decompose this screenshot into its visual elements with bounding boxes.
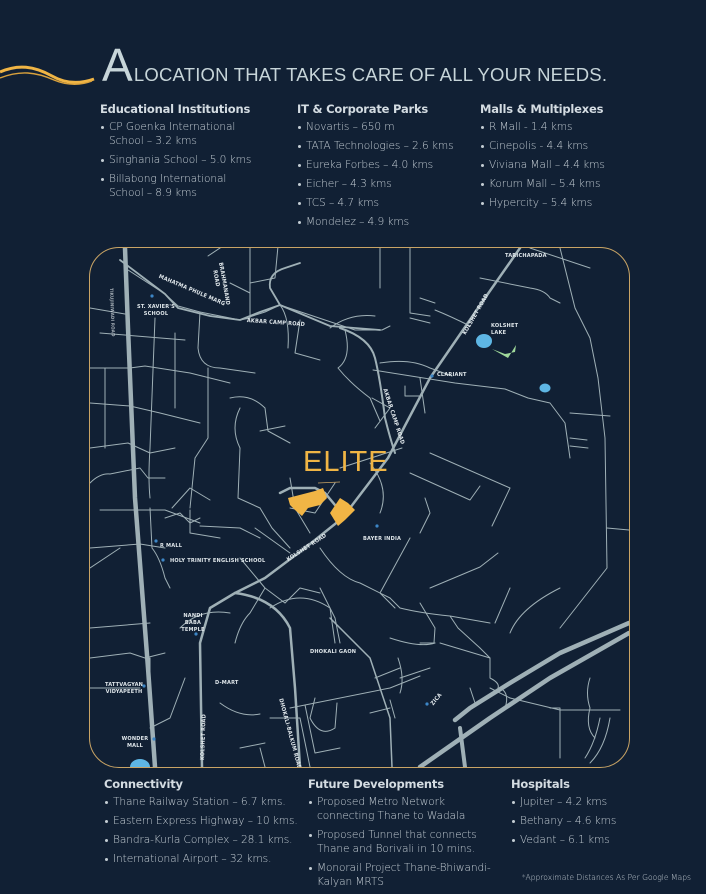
map-label-tarichapada: TARICHAPADA xyxy=(505,253,547,259)
section-heading: Future Developments xyxy=(308,777,444,791)
list-item: Eastern Express Highway – 10 kms. xyxy=(104,814,304,828)
section-heading: Educational Institutions xyxy=(100,102,251,116)
list-item: Bethany – 4.6 kms xyxy=(511,814,691,828)
map-label-nandi-baba-temple: NANDI BABA TEMPLE xyxy=(181,613,205,633)
section-heading: Connectivity xyxy=(104,777,183,791)
section-malls-multiplexes: Malls & Multiplexes R Mall - 1.4 kms Cin… xyxy=(480,102,660,215)
list-item: Hypercity – 5.4 kms xyxy=(480,196,660,210)
list-item: CP Goenka International School – 3.2 kms xyxy=(100,120,259,148)
section-future-developments: Future Developments Proposed Metro Netwo… xyxy=(308,777,498,894)
title-initial: A xyxy=(102,39,133,91)
page-title: ALOCATION THAT TAKES CARE OF ALL YOUR NE… xyxy=(102,42,607,88)
footnote: *Approximate Distances As Per Google Map… xyxy=(521,873,691,882)
list-item: Proposed Tunnel that connects Thane and … xyxy=(308,828,487,856)
list-item: Eureka Forbes – 4.0 kms xyxy=(297,158,477,172)
map-label-bayer-india: BAYER INDIA xyxy=(363,536,402,542)
map-label-d-mart: D-MART xyxy=(215,680,239,686)
location-map[interactable]: ELITE ST. XAVIER'S SCHOOL MAHATMA PHULE … xyxy=(89,247,630,768)
list-item: Singhania School – 5.0 kms xyxy=(100,153,280,167)
list-item: Eicher – 4.3 kms xyxy=(297,177,477,191)
list-item: TCS – 4.7 kms xyxy=(297,196,477,210)
section-heading: IT & Corporate Parks xyxy=(297,102,429,116)
map-label-st-xaviers: ST. XAVIER'S SCHOOL xyxy=(137,304,175,317)
title-text: LOCATION THAT TAKES CARE OF ALL YOUR NEE… xyxy=(133,64,608,85)
list-item: Monorail Project Thane-Bhiwandi-Kalyan M… xyxy=(308,861,502,889)
list-item: Billabong International School – 8.9 kms xyxy=(100,172,249,200)
map-label-r-mall: R MALL xyxy=(160,543,183,549)
list-item: Bandra-Kurla Complex – 28.1 kms. xyxy=(104,833,304,847)
list-item: R Mall - 1.4 kms xyxy=(480,120,660,134)
section-connectivity: Connectivity Thane Railway Station – 6.7… xyxy=(104,777,304,871)
list-item: Cinepolis - 4.4 kms xyxy=(480,139,660,153)
list-item: International Airport – 32 kms. xyxy=(104,852,304,866)
section-educational-institutions: Educational Institutions CP Goenka Inter… xyxy=(100,102,280,205)
section-heading: Malls & Multiplexes xyxy=(480,102,604,116)
map-label-dhokali-gaon: DHOKALI GAON xyxy=(310,649,357,655)
section-it-corporate-parks: IT & Corporate Parks Novartis – 650 m TA… xyxy=(297,102,477,234)
section-hospitals: Hospitals Jupiter – 4.2 kms Bethany – 4.… xyxy=(511,777,691,852)
map-label-clariant: CLARIANT xyxy=(437,372,467,378)
map-label-tattvagyan-vidyapeeth: TATTVAGYAN VIDYAPEETH xyxy=(105,682,144,695)
map-label-kolshet-lake: KOLSHET LAKE xyxy=(491,323,519,336)
list-item: Mondelez – 4.9 kms xyxy=(297,215,477,229)
list-item: Proposed Metro Network connecting Thane … xyxy=(308,795,467,823)
map-label-wonder-mall: WONDER MALL xyxy=(121,736,149,749)
project-name-elite: ELITE xyxy=(303,446,389,478)
map-roads xyxy=(90,248,629,767)
gold-swoosh-decoration xyxy=(0,65,95,85)
map-label-holy-trinity: HOLY TRINITY ENGLISH SCHOOL xyxy=(170,558,266,564)
section-heading: Hospitals xyxy=(511,777,570,791)
list-item: Thane Railway Station – 6.7 kms. xyxy=(104,795,304,809)
list-item: TATA Technologies – 2.6 kms xyxy=(297,139,477,153)
list-item: Jupiter – 4.2 kms xyxy=(511,795,691,809)
list-item: Vedant – 6.1 kms xyxy=(511,833,691,847)
list-item: Novartis – 650 m xyxy=(297,120,477,134)
list-item: Korum Mall – 5.4 kms xyxy=(480,177,660,191)
list-item: Viviana Mall – 4.4 kms xyxy=(480,158,660,172)
